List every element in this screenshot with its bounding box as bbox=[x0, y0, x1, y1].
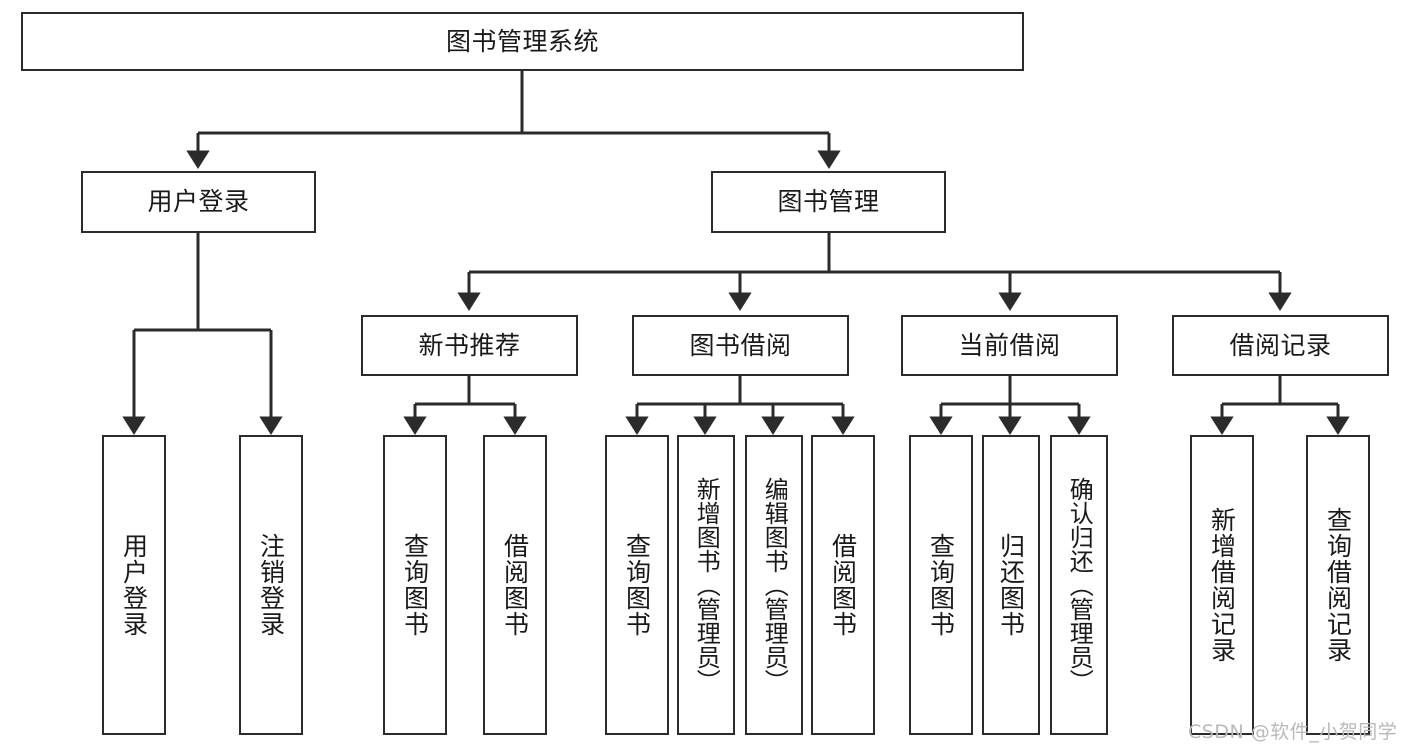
leaf-query-book-recommend[interactable]: 查询图书 bbox=[383, 435, 447, 735]
leaf-add-book-admin[interactable]: 新增图书（管理员） bbox=[677, 435, 735, 735]
node-root-system[interactable]: 图书管理系统 bbox=[21, 12, 1024, 71]
leaf-confirm-return-admin[interactable]: 确认归还（管理员） bbox=[1050, 435, 1108, 735]
node-book-manage[interactable]: 图书管理 bbox=[711, 171, 946, 233]
leaf-query-book-borrow[interactable]: 查询图书 bbox=[605, 435, 669, 735]
node-new-book-recommend[interactable]: 新书推荐 bbox=[361, 315, 578, 376]
leaf-user-login[interactable]: 用户登录 bbox=[102, 435, 166, 735]
leaf-borrow-book-recommend[interactable]: 借阅图书 bbox=[483, 435, 547, 735]
leaf-query-borrow-record[interactable]: 查询借阅记录 bbox=[1306, 435, 1370, 735]
leaf-edit-book-admin[interactable]: 编辑图书（管理员） bbox=[745, 435, 803, 735]
leaf-borrow-book-borrow[interactable]: 借阅图书 bbox=[811, 435, 875, 735]
leaf-logout-login[interactable]: 注销登录 bbox=[239, 435, 303, 735]
leaf-add-borrow-record[interactable]: 新增借阅记录 bbox=[1190, 435, 1254, 735]
node-book-borrow[interactable]: 图书借阅 bbox=[632, 315, 849, 376]
node-current-borrow[interactable]: 当前借阅 bbox=[901, 315, 1118, 376]
node-borrow-record[interactable]: 借阅记录 bbox=[1172, 315, 1389, 376]
csdn-watermark: CSDN @软件_小贺同学 bbox=[1188, 721, 1398, 743]
leaf-query-book-current[interactable]: 查询图书 bbox=[909, 435, 973, 735]
node-user-login[interactable]: 用户登录 bbox=[81, 171, 316, 233]
leaf-return-book[interactable]: 归还图书 bbox=[982, 435, 1040, 735]
